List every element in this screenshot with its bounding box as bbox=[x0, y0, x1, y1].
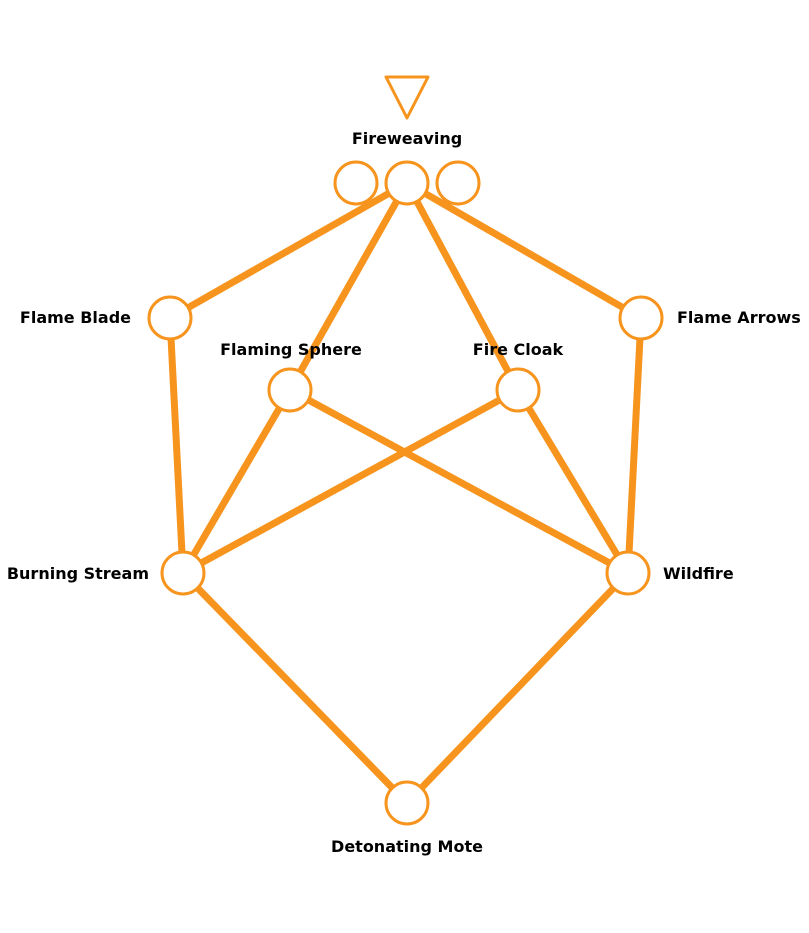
edge-fireweaving-flaming-sphere bbox=[286, 179, 411, 394]
flame-arrows-label: Flame Arrows bbox=[677, 308, 801, 327]
burning-stream-node[interactable] bbox=[160, 550, 206, 596]
fireweaving-side-node-left[interactable] bbox=[333, 160, 379, 206]
wildfire-node[interactable] bbox=[605, 550, 651, 596]
flame-blade-label: Flame Blade bbox=[20, 308, 131, 327]
edge-flaming-sphere-wildfire bbox=[286, 386, 632, 577]
flame-arrows-node[interactable] bbox=[618, 295, 664, 341]
burning-stream-label: Burning Stream bbox=[7, 564, 149, 583]
detonating-mote-node[interactable] bbox=[384, 780, 430, 826]
edge-fire-cloak-wildfire bbox=[514, 386, 632, 577]
flame-blade-node[interactable] bbox=[147, 295, 193, 341]
edge-flaming-sphere-burning-stream bbox=[179, 386, 294, 577]
edge-fireweaving-flame-arrows bbox=[403, 179, 645, 322]
flaming-sphere-label: Flaming Sphere bbox=[220, 340, 362, 359]
skill-tree-labels: Fireweaving Flame Blade Flame Arrows Fla… bbox=[7, 129, 801, 856]
edge-burning-stream-detonating-mote bbox=[179, 569, 411, 807]
fireweaving-side-node-right[interactable] bbox=[435, 160, 481, 206]
down-triangle-icon bbox=[384, 75, 430, 120]
edge-flame-blade-burning-stream bbox=[166, 314, 187, 577]
edge-fireweaving-fire-cloak bbox=[403, 179, 522, 394]
flaming-sphere-node[interactable] bbox=[267, 367, 313, 413]
fire-cloak-node[interactable] bbox=[495, 367, 541, 413]
edge-wildfire-detonating-mote bbox=[403, 569, 632, 807]
edge-fireweaving-flame-blade bbox=[166, 179, 411, 322]
wildfire-label: Wildfire bbox=[663, 564, 734, 583]
fireweaving-node[interactable] bbox=[384, 160, 430, 206]
detonating-mote-label: Detonating Mote bbox=[331, 837, 483, 856]
fire-cloak-label: Fire Cloak bbox=[473, 340, 564, 359]
edge-flame-arrows-wildfire bbox=[624, 314, 645, 577]
skill-tree-nodes bbox=[147, 160, 664, 826]
fireweaving-label: Fireweaving bbox=[352, 129, 462, 148]
skill-tree-edges bbox=[166, 179, 645, 807]
edge-fire-cloak-burning-stream bbox=[179, 386, 522, 577]
